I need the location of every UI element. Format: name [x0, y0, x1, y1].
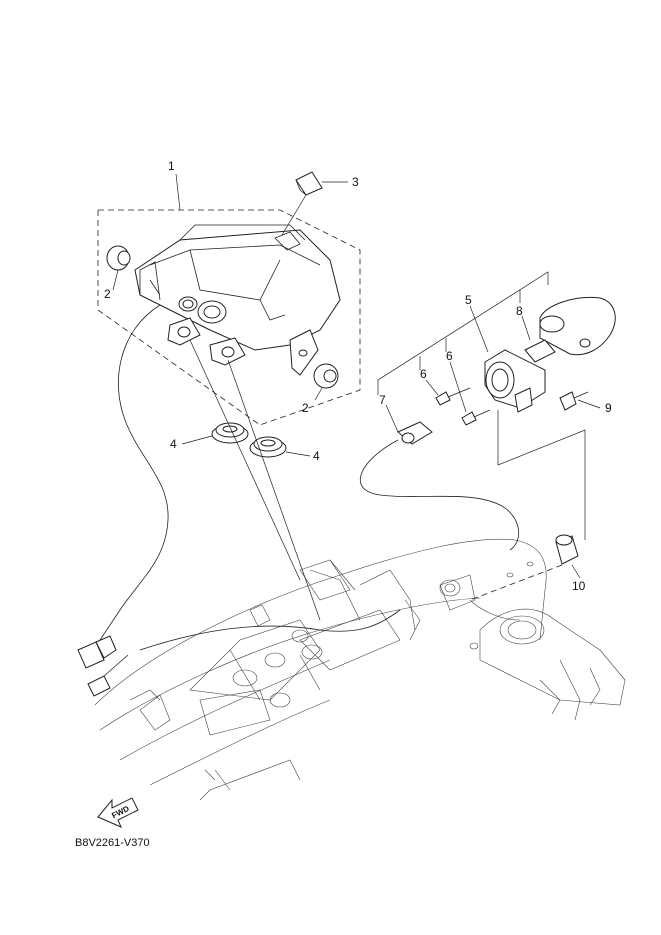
clip-part-3	[295, 171, 323, 196]
damper-part-4-left	[211, 422, 249, 444]
callout-10: 10	[572, 579, 586, 593]
screw-part-6-b	[461, 409, 491, 426]
collar-part-10	[555, 534, 579, 565]
lens-cover-part-8	[539, 296, 616, 356]
callout-2-upper: 2	[104, 287, 111, 301]
damper-part-4-right	[249, 436, 287, 458]
callout-4-right: 4	[313, 449, 320, 463]
screw-part-9	[559, 391, 589, 411]
callout-leaders	[112, 173, 601, 579]
assembly-box-tail-light	[97, 209, 361, 426]
lamp-body-part-5	[484, 339, 556, 413]
collar-bracket-line	[497, 410, 586, 540]
grommet-part-2-upper	[106, 245, 131, 271]
license-lamp-bracket-lines	[377, 271, 549, 395]
tail-light-wire	[77, 304, 401, 697]
diagram-code: B8V2261-V370	[75, 837, 150, 849]
callout-8: 8	[516, 304, 523, 318]
callout-6-a: 6	[420, 367, 427, 381]
callout-1: 1	[168, 159, 175, 173]
screw-part-6-a	[435, 387, 471, 406]
callout-2-lower: 2	[302, 401, 309, 415]
fwd-arrow-icon: FWD	[97, 797, 139, 828]
tail-light-housing	[134, 224, 341, 376]
callout-3: 3	[352, 175, 359, 189]
grommet-part-2-lower	[313, 363, 339, 389]
callout-7: 7	[379, 393, 386, 407]
callout-9: 9	[605, 401, 612, 415]
callout-4-left: 4	[170, 437, 177, 451]
callout-6-b: 6	[446, 349, 453, 363]
callout-5: 5	[465, 293, 472, 307]
rear-frame-outline	[94, 539, 626, 801]
socket-wire-part-7	[359, 421, 519, 551]
